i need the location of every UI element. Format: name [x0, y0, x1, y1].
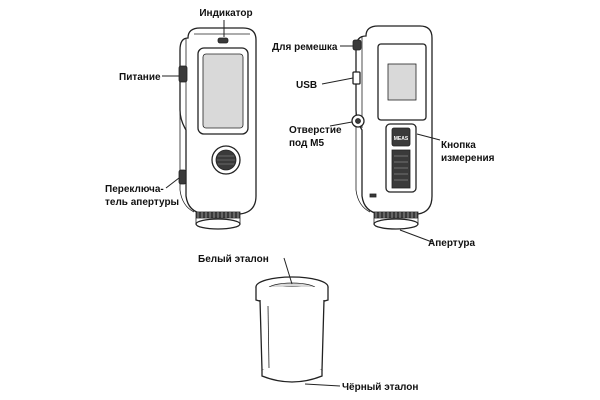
- measure-button-label-line2: измерения: [441, 153, 495, 164]
- usb-label: USB: [296, 80, 317, 91]
- front-aperture-ring: [195, 211, 241, 230]
- black-standard-label: Чёрный эталон: [342, 382, 418, 393]
- measure-button[interactable]: MEAS: [385, 123, 417, 193]
- aperture-switch-label-line2: тель апертуры: [105, 197, 179, 208]
- aperture-switch-label-line1: Переключа-: [105, 184, 164, 195]
- aperture-label: Апертура: [428, 238, 475, 249]
- power-button[interactable]: [178, 65, 188, 83]
- m5-hole-label-line2: под M5: [289, 138, 324, 149]
- grille-icon: [211, 145, 241, 175]
- m5-hole-icon: [351, 114, 365, 128]
- calibration-cup: [255, 276, 329, 383]
- strap-label: Для ремешка: [272, 42, 338, 53]
- usb-port[interactable]: [352, 71, 361, 85]
- measure-button-label-line1: Кнопка: [441, 140, 476, 151]
- leader-lines: [162, 20, 441, 387]
- power-label: Питание: [119, 72, 161, 83]
- indicator-light: [217, 37, 229, 44]
- indicator-label: Индикатор: [199, 8, 252, 19]
- aperture-switch[interactable]: [178, 169, 187, 185]
- meas-button-label: MEAS: [394, 136, 409, 142]
- m5-hole-label-line1: Отверстие: [289, 125, 342, 136]
- display-screen: [202, 53, 244, 129]
- strap-holder: [352, 39, 362, 51]
- back-device: MEAS: [351, 25, 433, 230]
- back-aperture-ring: [373, 211, 419, 230]
- white-standard-label: Белый эталон: [198, 254, 269, 265]
- front-device: [178, 27, 257, 230]
